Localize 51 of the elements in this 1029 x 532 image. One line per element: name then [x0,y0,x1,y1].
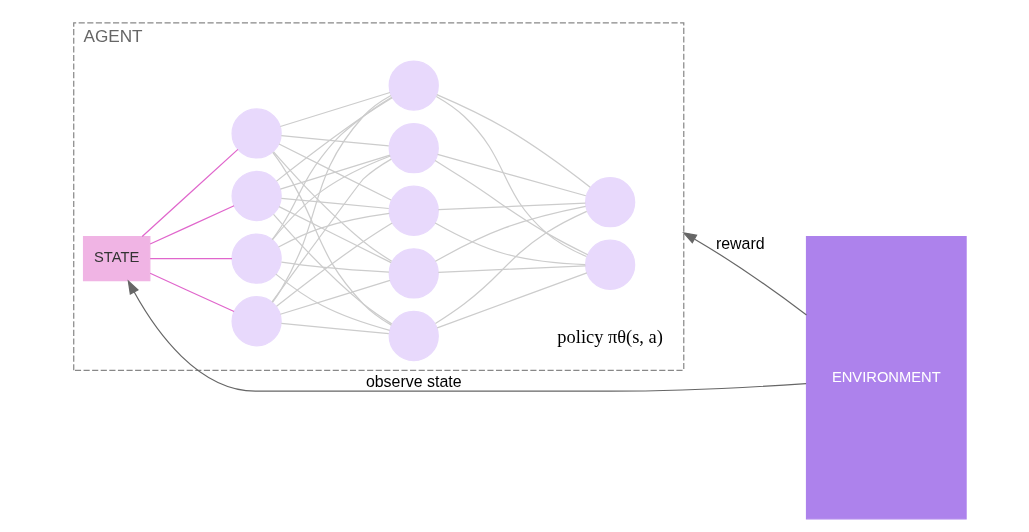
node-circle [230,170,282,222]
connector [274,273,390,331]
connector [435,95,587,258]
node-circle [388,248,439,299]
node-circle [584,239,635,290]
node-circle [388,185,439,236]
connector [141,148,239,238]
connector [434,222,586,266]
connector [433,160,588,256]
connector [280,135,389,147]
arrow [127,279,807,392]
node-circle [584,177,635,228]
connector [279,91,391,128]
connector [277,143,392,201]
connector [280,197,389,210]
connector [434,210,587,325]
connector [149,258,233,260]
connector [435,93,591,188]
arrow [681,231,807,316]
edge-label: observe state [365,372,462,390]
node-circle [388,310,439,362]
label: policy πθ(s, a) [556,326,663,347]
connector [436,153,586,197]
connector [434,205,586,262]
node-circle [388,60,439,111]
node-circle [230,233,282,284]
node-circle [388,123,439,174]
node-circle [230,108,282,159]
connector [277,206,392,264]
connector [149,272,235,313]
connector [280,322,389,335]
connector [279,279,391,315]
connector [437,202,586,211]
connector [437,265,586,273]
connector [280,261,390,273]
node-box: ENVIRONMENT [805,235,967,520]
connector [272,213,392,325]
connector [149,205,235,245]
connector [277,212,390,248]
connector [270,158,392,303]
node-box: STATE [82,235,150,282]
connector [275,222,393,307]
edge-label: reward [715,235,765,253]
connector [271,96,392,241]
node-circle [230,296,282,347]
connector [271,94,392,303]
connector [275,97,393,182]
connector [272,151,392,262]
connector [271,151,392,326]
connector [436,272,588,329]
connector [279,154,391,190]
